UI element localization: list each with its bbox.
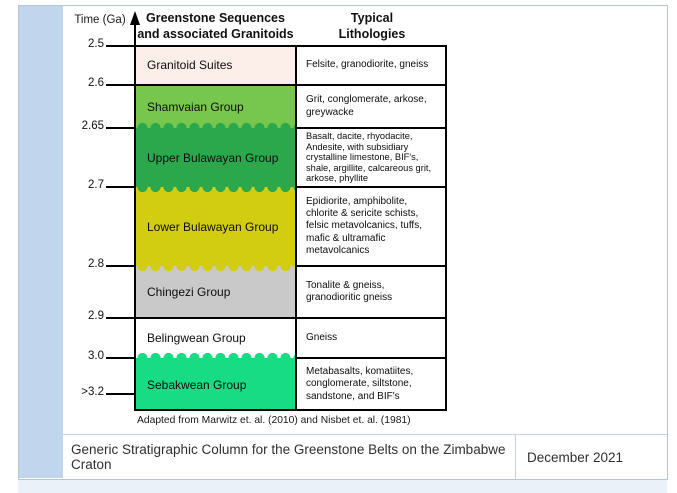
column-divider xyxy=(295,45,297,411)
tick-label: 2.9 xyxy=(88,310,104,322)
strat-band-belingwean: Belingwean Group xyxy=(134,318,297,358)
strat-band-upper-bulawayan: Upper Bulawayan Group xyxy=(134,128,297,187)
time-axis-title: Time (Ga) xyxy=(74,14,126,26)
strat-band-shamvaian: Shamvaian Group xyxy=(134,85,297,128)
lithology-cell: Grit, conglomerate, arkose, greywacke xyxy=(297,85,445,128)
left-margin-strip xyxy=(19,6,63,478)
group-label: Chingezi Group xyxy=(147,285,231,299)
up-arrow-icon xyxy=(130,11,140,25)
tick-label: 2.8 xyxy=(88,258,104,270)
boundary-line xyxy=(134,317,297,319)
unconformity-wavy-boundary-2.7 xyxy=(136,187,295,193)
boundary-line xyxy=(295,127,447,129)
group-label: Sebakwean Group xyxy=(147,377,247,392)
group-label: Upper Bulawayan Group xyxy=(147,150,279,165)
lithology-cell: Basalt, dacite, rhyodacite, Andesite, wi… xyxy=(297,128,445,187)
group-label: Shamvaian Group xyxy=(147,99,244,114)
boundary-line xyxy=(295,84,447,86)
boundary-line xyxy=(295,317,447,319)
tick-mark xyxy=(106,265,134,267)
lithology-cell: Felsite, granodiorite, gneiss xyxy=(297,45,445,85)
lithology-cell: Gneiss xyxy=(297,318,445,358)
tick-mark xyxy=(106,317,134,319)
right-column-header: Typical Lithologies xyxy=(297,11,447,42)
tick-mark xyxy=(106,186,134,188)
tick-mark xyxy=(106,127,134,129)
tick-mark xyxy=(106,84,134,86)
footer-date: December 2021 xyxy=(515,435,667,479)
left-column-header: Greenstone Sequences and associated Gran… xyxy=(134,11,297,42)
tick-label: 2.65 xyxy=(81,120,104,132)
unconformity-wavy-boundary-2.65 xyxy=(136,122,295,128)
right-header-line1: Typical xyxy=(350,11,394,25)
table-outline xyxy=(134,45,447,411)
stratigraphic-column: Granitoid Suites Shamvaian Group Upper B… xyxy=(134,45,447,411)
footer-caption: Generic Stratigraphic Column for the Gre… xyxy=(71,442,506,472)
left-header-line1: Greenstone Sequences xyxy=(146,11,285,25)
group-label: Lower Bulawayan Group xyxy=(147,219,279,234)
left-header-line2: and associated Granitoids xyxy=(137,26,294,41)
strat-band-chingezi: Chingezi Group xyxy=(134,266,297,318)
tick-mark xyxy=(106,357,134,359)
page-frame xyxy=(18,5,668,480)
boundary-line xyxy=(295,186,447,188)
tick-label: >3.2 xyxy=(81,386,104,398)
tick-label: 2.7 xyxy=(88,179,104,191)
tick-mark xyxy=(106,393,134,395)
tick-label: 2.5 xyxy=(88,38,104,50)
lithology-cell: Tonalite & gneiss, granodioritic gneiss xyxy=(297,266,445,318)
tick-label: 2.6 xyxy=(88,77,104,89)
lithology-cell: Metabasalts, komatiites, conglomerate, s… xyxy=(297,358,445,411)
group-label: Granitoid Suites xyxy=(147,58,233,72)
unconformity-wavy-boundary-3.0 xyxy=(136,352,295,358)
strat-band-granitoid-suites: Granitoid Suites xyxy=(134,45,297,85)
tick-mark xyxy=(106,45,134,47)
boundary-line xyxy=(295,265,447,267)
boundary-line xyxy=(295,357,447,359)
group-label: Belingwean Group xyxy=(147,331,246,345)
source-note: Adapted from Marwitz et. al. (2010) and … xyxy=(137,415,411,426)
strat-band-sebakwean: Sebakwean Group xyxy=(134,358,297,411)
bottom-margin-strip xyxy=(18,480,667,493)
lithology-cell: Epidiorite, amphibolite, chlorite & seri… xyxy=(297,187,445,266)
strat-band-lower-bulawayan: Lower Bulawayan Group xyxy=(134,187,297,266)
footer-bar: Generic Stratigraphic Column for the Gre… xyxy=(63,434,667,479)
unconformity-wavy-boundary-2.8 xyxy=(136,266,295,272)
tick-label: 3.0 xyxy=(88,350,104,362)
right-header-line2: Lithologies xyxy=(338,26,406,41)
boundary-line xyxy=(134,84,297,86)
